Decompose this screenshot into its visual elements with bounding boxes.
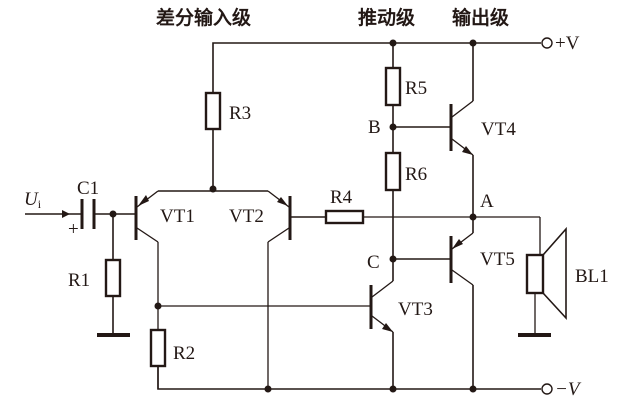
r5-label: R5 xyxy=(405,78,427,99)
vt1-label: VT1 xyxy=(160,206,195,227)
resistor-r6: R6 xyxy=(384,151,427,281)
vt2-label: VT2 xyxy=(229,206,264,227)
resistor-r1: R1 xyxy=(68,214,130,337)
positive-supply-rail: +V xyxy=(212,33,580,189)
node-a-label: A xyxy=(480,191,494,212)
node-c-label: C xyxy=(367,252,380,273)
positive-supply-terminal xyxy=(541,37,553,49)
header-differential-input-stage: 差分输入级 xyxy=(156,6,251,29)
node-b-label: B xyxy=(368,117,381,138)
r4-label: R4 xyxy=(330,187,353,208)
vt3-label: VT3 xyxy=(398,299,433,320)
input-arrow-icon xyxy=(62,210,70,218)
resistor-r4: R4 xyxy=(324,187,540,225)
r2-label: R2 xyxy=(173,343,195,364)
resistor-r3: R3 xyxy=(204,91,251,131)
r1-label: R1 xyxy=(68,270,90,291)
negative-supply-terminal xyxy=(541,383,553,395)
vt4-label: VT4 xyxy=(481,119,516,140)
vt5-label: VT5 xyxy=(480,249,515,270)
input-label: Ui xyxy=(24,189,42,211)
capacitor-c1: C1 + xyxy=(68,178,136,240)
transistor-vt5: VT5 xyxy=(393,217,515,389)
r3-label: R3 xyxy=(229,103,251,124)
transistor-vt3: VT3 xyxy=(369,280,433,389)
c1-polarity: + xyxy=(68,219,79,240)
transistor-vt2: VT2 xyxy=(229,190,326,389)
r6-label: R6 xyxy=(405,164,427,185)
transistor-vt4: VT4 xyxy=(393,43,516,217)
speaker-bl1: BL1 xyxy=(518,217,609,337)
input-signal: Ui xyxy=(24,189,81,218)
positive-supply-label: +V xyxy=(555,33,580,54)
negative-supply-rail: −V xyxy=(157,360,582,400)
header-output-stage: 输出级 xyxy=(452,6,509,29)
c1-label: C1 xyxy=(77,178,99,199)
bl1-label: BL1 xyxy=(575,266,609,287)
negative-supply-label: −V xyxy=(555,379,582,400)
header-driver-stage: 推动级 xyxy=(358,6,415,29)
resistor-r2: R2 xyxy=(149,328,195,389)
resistor-r5: R5 xyxy=(384,43,427,152)
